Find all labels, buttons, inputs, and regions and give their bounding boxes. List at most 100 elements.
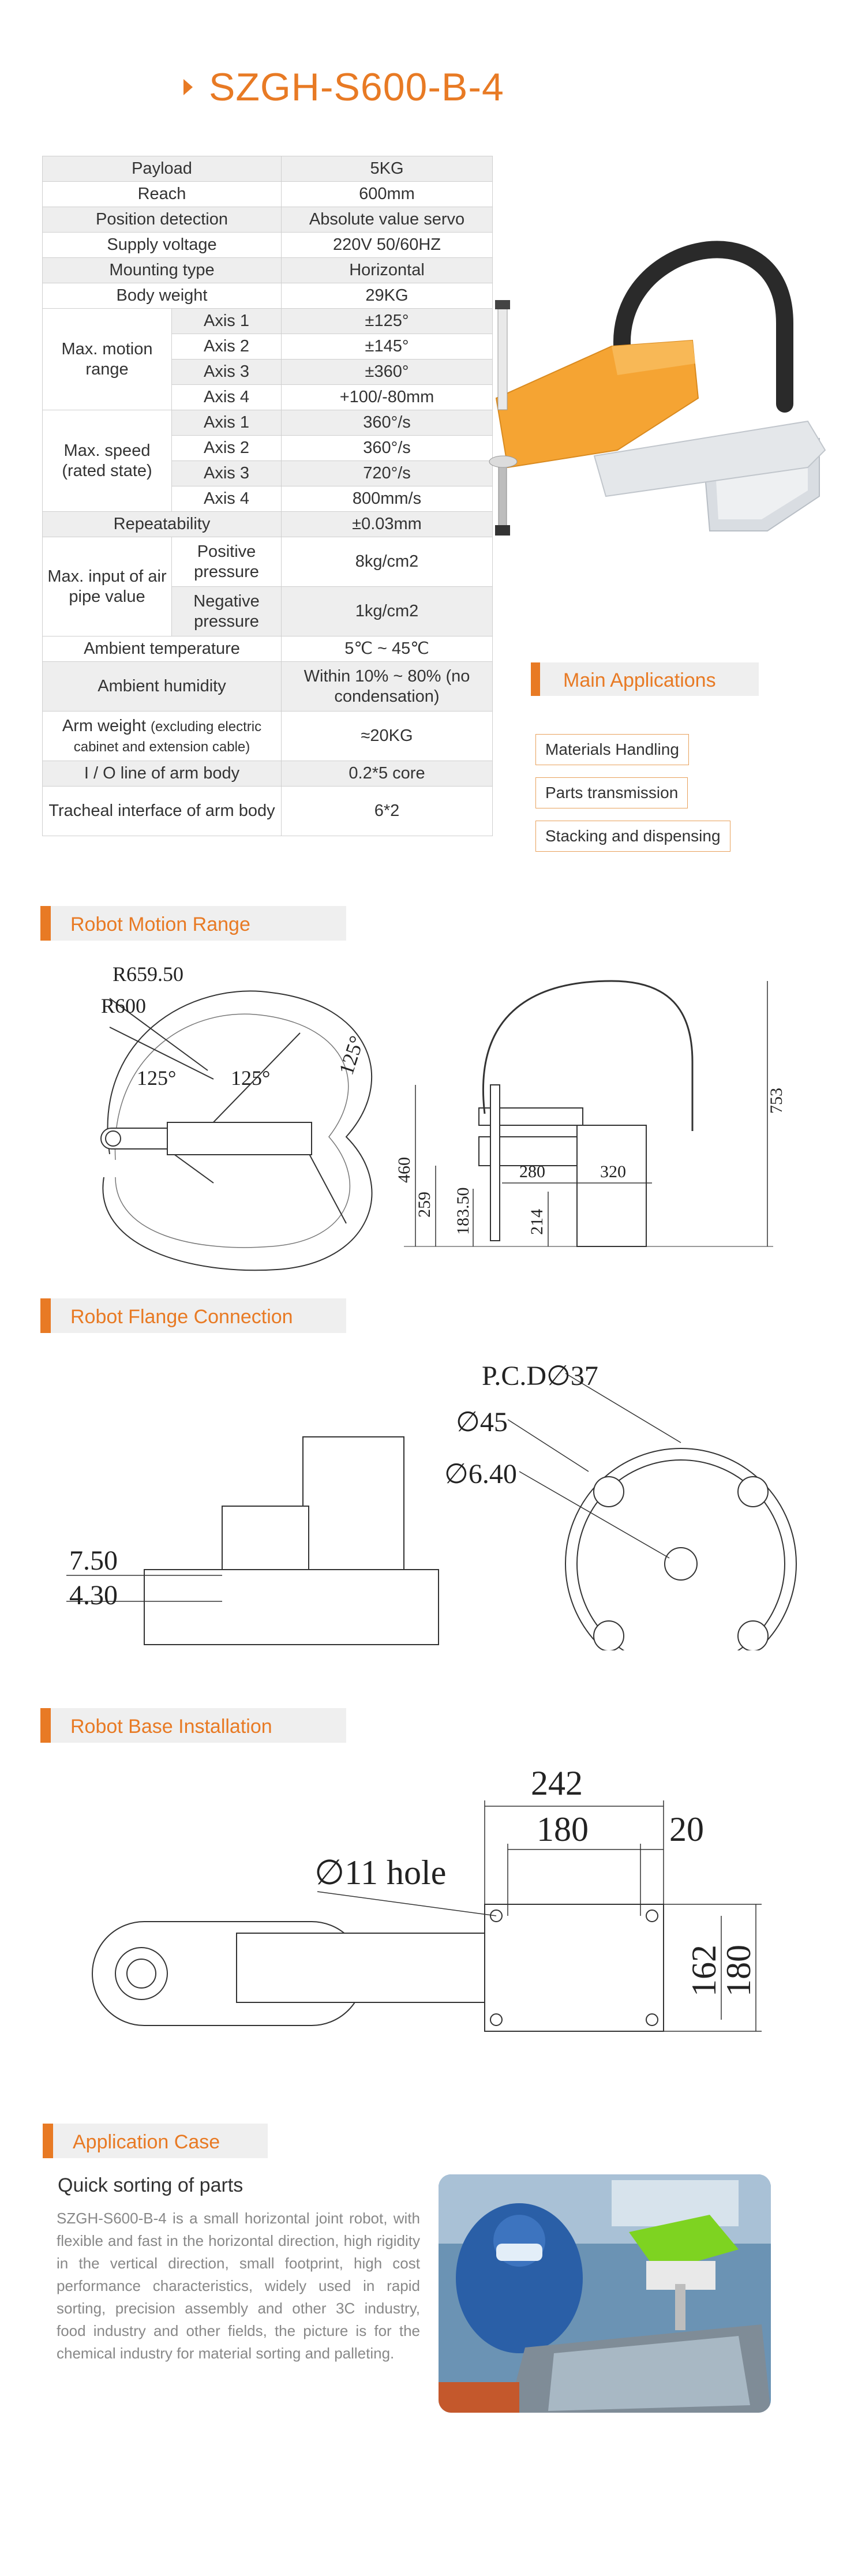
- application-tag: Parts transmission: [535, 777, 688, 808]
- robot-illustration: [489, 241, 826, 536]
- base-installation-drawing: 242 180 20 ∅11 hole 162 180: [92, 1764, 762, 2032]
- cable-shape: [613, 241, 793, 413]
- angle-line-shape: [207, 1032, 301, 1129]
- side-shaft-shape: [490, 1084, 500, 1241]
- side-base-shape: [576, 1125, 647, 1247]
- dim-label: ∅45: [456, 1407, 508, 1437]
- bolt-hole-shape: [593, 1476, 624, 1507]
- spec-label-note: (excluding electric cabinet and extensio…: [73, 718, 262, 755]
- axis-value: ±125°: [281, 308, 493, 334]
- heading-text: Robot Flange Connection: [70, 1306, 293, 1328]
- spec-value: 5KG: [281, 156, 493, 182]
- heading-text: Robot Motion Range: [70, 913, 250, 935]
- dim-label: 242: [531, 1764, 583, 1802]
- leader-45: [507, 1419, 589, 1472]
- base-plate-shape: [484, 1904, 664, 2032]
- spec-value: Absolute value servo: [281, 207, 493, 233]
- dim-label: 20: [669, 1810, 704, 1848]
- side-cable-shape: [482, 980, 694, 1131]
- mount-hole-shape: [490, 2013, 503, 2026]
- application-tag: Stacking and dispensing: [535, 821, 730, 852]
- mount-hole-shape: [646, 2013, 658, 2026]
- heading-text: Main Applications: [563, 669, 716, 691]
- spec-value: 220V 50/60HZ: [281, 232, 493, 258]
- dim-label: 7.50: [69, 1545, 118, 1576]
- workspace-outer-shape: [102, 990, 373, 1271]
- workspace-inner-shape: [114, 1013, 350, 1248]
- side-arm1-shape: [478, 1107, 583, 1126]
- flange-circle-shape: [105, 1130, 121, 1147]
- page-title: SZGH-S600-B-4: [209, 65, 504, 109]
- spec-value: 29KG: [281, 283, 493, 309]
- spec-value: 5℃ ~ 45℃: [281, 636, 493, 662]
- lower-shaft-shape: [498, 461, 507, 531]
- spec-group-label: Max. input of air pipe value: [42, 537, 172, 636]
- leader-pcd: [565, 1373, 681, 1443]
- axis-label: Axis 1: [171, 308, 282, 334]
- heading-text: Robot Base Installation: [70, 1716, 272, 1738]
- application-tag: Materials Handling: [535, 734, 689, 765]
- heading-accent-bar: [43, 2124, 53, 2158]
- bolt-hole-shape: [737, 1620, 769, 1650]
- case-subtitle: Quick sorting of parts: [58, 2174, 243, 2196]
- spec-group-label: Max. motion range: [42, 308, 172, 410]
- spec-label: Body weight: [42, 283, 282, 309]
- axis-value: 800mm/s: [281, 486, 493, 512]
- spec-group-label: Max. speed (rated state): [42, 410, 172, 512]
- flange-drawing: P.C.D∅37 ∅45 ∅6.40 7.50 4.30: [66, 1361, 797, 1650]
- motion-range-drawing: R659.50 R600 125° 125° 125° 753 460 259 …: [100, 963, 786, 1271]
- spec-label: Repeatability: [42, 511, 282, 537]
- axis-value: ±360°: [281, 359, 493, 385]
- axis-label: Axis 3: [171, 359, 282, 385]
- dim-label: R659.50: [113, 963, 183, 986]
- flange-center-shape: [664, 1547, 698, 1581]
- orange-top-shape: [612, 340, 695, 375]
- arm-topview-body-shape: [167, 1122, 312, 1155]
- dim-label: 183.50: [454, 1188, 473, 1235]
- spec-label: Ambient temperature: [42, 636, 282, 662]
- axis-value: 720°/s: [281, 460, 493, 486]
- dim-label: 460: [395, 1157, 414, 1183]
- title-block: SZGH-S600-B-4: [183, 65, 504, 110]
- dim-label: 259: [415, 1192, 434, 1218]
- shaft-end-shape: [495, 525, 510, 536]
- section-heading-base: Robot Base Installation: [40, 1708, 346, 1743]
- spec-label: Position detection: [42, 207, 282, 233]
- dim-label: ∅6.40: [444, 1459, 517, 1489]
- radius-leader-shape: [109, 1027, 214, 1080]
- section-heading-case: Application Case: [43, 2124, 268, 2158]
- dim-label: 162: [685, 1945, 723, 1997]
- axis-label: Axis 4: [171, 486, 282, 512]
- spec-value: 0.2*5 core: [281, 761, 493, 787]
- bolt-hole-shape: [737, 1476, 769, 1507]
- dim-label: 320: [600, 1162, 626, 1181]
- axis-value: ±145°: [281, 334, 493, 360]
- flange-ring-shape: [576, 1459, 785, 1650]
- axis-label: Axis 2: [171, 435, 282, 461]
- spec-label-main: Arm weight: [62, 716, 146, 735]
- spec-label: Payload: [42, 156, 282, 182]
- title-arrow-icon: [183, 79, 193, 95]
- case-photo: [439, 2174, 771, 2413]
- heading-text: Application Case: [73, 2131, 220, 2153]
- heading-accent-bar: [531, 662, 540, 696]
- spec-label: I / O line of arm body: [42, 761, 282, 787]
- spec-value: ±0.03mm: [281, 511, 493, 537]
- dim-label: R600: [101, 994, 146, 1017]
- axis-label: Axis 2: [171, 334, 282, 360]
- heading-accent-bar: [40, 1708, 51, 1743]
- axis-label: Axis 4: [171, 384, 282, 410]
- spec-label: Supply voltage: [42, 232, 282, 258]
- mount-hole-shape: [646, 1909, 658, 1922]
- radius-leader-shape: [109, 998, 208, 1071]
- dim-label: 125°: [137, 1066, 176, 1089]
- spec-label: Mounting type: [42, 257, 282, 283]
- side-arm2-shape: [478, 1136, 578, 1166]
- dim-label: 280: [519, 1162, 545, 1181]
- axis-label: Axis 1: [171, 410, 282, 436]
- spec-value: ≈20KG: [281, 711, 493, 761]
- spec-label: Ambient humidity: [42, 661, 282, 712]
- spec-label: Tracheal interface of arm body: [42, 786, 282, 836]
- main-applications-heading: Main Applications: [531, 662, 759, 696]
